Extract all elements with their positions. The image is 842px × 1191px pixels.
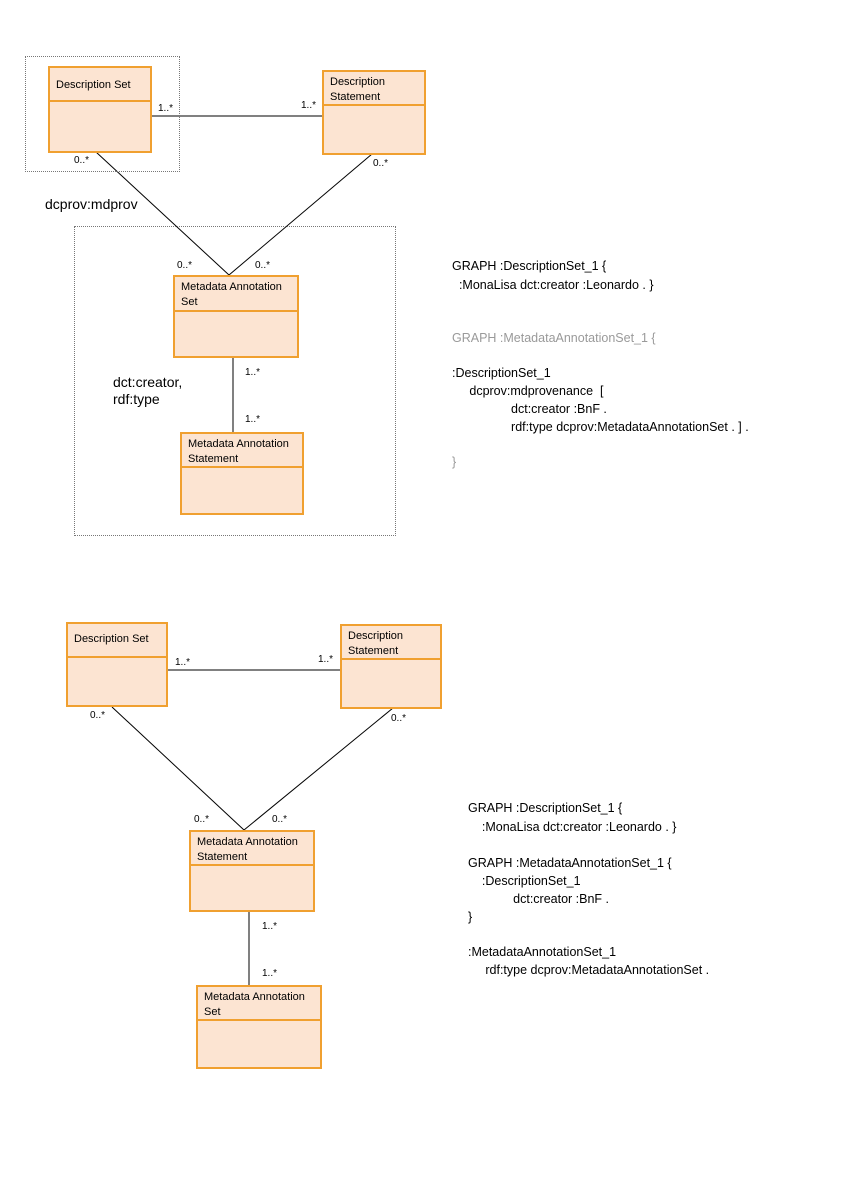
dotted-group-description	[25, 56, 180, 172]
role-label-mdprov: dcprov:mdprov	[45, 196, 138, 212]
multiplicity-dst-left-1: 1..*	[301, 100, 317, 111]
assoc-dst-mas-1	[228, 153, 373, 276]
assoc-ds-mas-1	[95, 151, 230, 276]
class-title-line2: Set	[204, 1006, 221, 1018]
class-metadata-annotation-statement-2[interactable]: Metadata Annotation Statement	[189, 830, 315, 912]
multiplicity-mas-right-1: 0..*	[255, 260, 271, 271]
multiplicity-mas-left-1: 0..*	[177, 260, 193, 271]
class-metadata-annotation-set-2[interactable]: Metadata Annotation Set	[196, 985, 322, 1069]
multiplicity-ds-right-2: 1..*	[175, 657, 191, 668]
code-line: rdf:type dcprov:MetadataAnnotationSet .	[468, 963, 710, 977]
multiplicity-mast-left-2: 0..*	[194, 814, 210, 825]
code-line: :DescriptionSet_1	[468, 874, 581, 888]
multiplicity-ds-right-1: 1..*	[158, 103, 174, 114]
class-title-line1: Metadata Annotation	[188, 438, 289, 450]
code-line: :DescriptionSet_1	[452, 366, 551, 380]
code-line: GRAPH :DescriptionSet_1 {	[452, 259, 607, 273]
class-description-statement-2[interactable]: Description Statement	[340, 624, 442, 709]
multiplicity-dst-bottom-2: 0..*	[391, 713, 407, 724]
code-line: dcprov:mdprovenance [	[452, 384, 604, 398]
multiplicity-mas-bottom-1: 1..*	[245, 367, 261, 378]
class-title: Description Set	[56, 79, 131, 91]
assoc-ds-mast-2	[111, 706, 245, 831]
class-title-line1: Description	[348, 630, 404, 642]
class-metadata-annotation-statement-1[interactable]: Metadata Annotation Statement	[180, 432, 304, 515]
multiplicity-dst-bottom-1: 0..*	[373, 158, 389, 169]
code-line: }	[468, 910, 473, 924]
code-line: :MetadataAnnotationSet_1	[468, 945, 617, 959]
class-description-set-1[interactable]: Description Set	[48, 66, 152, 153]
class-title-line1: Metadata Annotation	[181, 281, 282, 293]
role-label-type: rdf:type	[113, 391, 160, 407]
code-line: :MonaLisa dct:creator :Leonardo . }	[468, 820, 677, 834]
class-title-line2: Statement	[188, 453, 239, 465]
class-title-line1: Metadata Annotation	[197, 836, 298, 848]
multiplicity-mast-top-1: 1..*	[245, 414, 261, 425]
class-metadata-annotation-set-1[interactable]: Metadata Annotation Set	[173, 275, 299, 358]
code-line: dct:creator :BnF .	[468, 892, 610, 906]
class-title-line2: Statement	[330, 91, 381, 103]
role-label-creator: dct:creator,	[113, 374, 183, 390]
class-title-line1: Metadata Annotation	[204, 991, 305, 1003]
class-title-line2: Statement	[197, 851, 248, 863]
multiplicity-ds-bottom-1: 0..*	[74, 155, 90, 166]
dotted-group-metadata	[74, 226, 396, 536]
code-line: GRAPH :DescriptionSet_1 {	[468, 801, 623, 815]
assoc-dst-mast-2	[243, 707, 394, 831]
multiplicity-mast-right-2: 0..*	[272, 814, 288, 825]
class-title-line2: Statement	[348, 645, 399, 657]
code-line: :MonaLisa dct:creator :Leonardo . }	[452, 278, 654, 292]
multiplicity-dst-left-2: 1..*	[318, 654, 334, 665]
multiplicity-ds-bottom-2: 0..*	[90, 710, 106, 721]
code-line: }	[452, 455, 457, 469]
class-title-line1: Description	[330, 76, 386, 88]
code-line: dct:creator :BnF .	[452, 402, 607, 416]
code-line: rdf:type dcprov:MetadataAnnotationSet . …	[452, 420, 749, 434]
multiplicity-mast-bottom-2: 1..*	[262, 921, 278, 932]
class-title-line2: Set	[181, 296, 198, 308]
class-description-set-2[interactable]: Description Set	[66, 622, 168, 707]
multiplicity-mas-top-2: 1..*	[262, 968, 278, 979]
code-line: GRAPH :MetadataAnnotationSet_1 {	[452, 331, 656, 345]
class-title: Description Set	[74, 633, 149, 645]
class-description-statement-1[interactable]: Description Statement	[322, 70, 426, 155]
code-line: GRAPH :MetadataAnnotationSet_1 {	[468, 856, 672, 870]
